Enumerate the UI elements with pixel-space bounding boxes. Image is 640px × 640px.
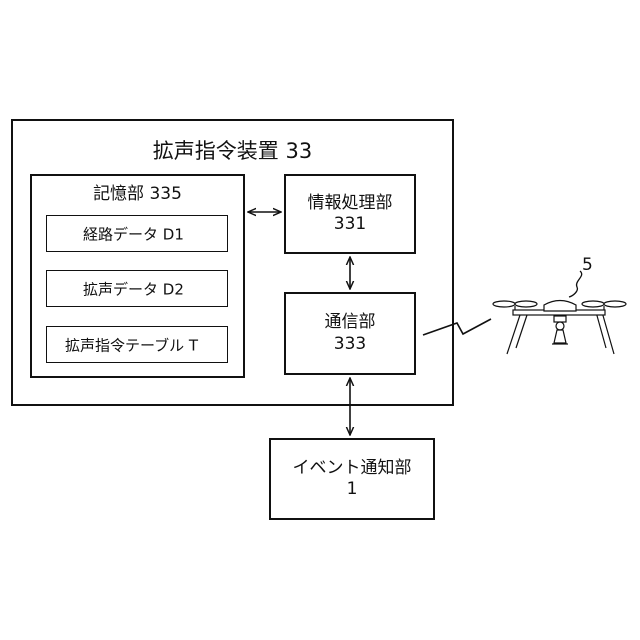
drone-reference-number: 5 (582, 255, 593, 275)
wireless-link (423, 319, 491, 335)
drone-icon (493, 301, 626, 355)
drone-reference-leader (569, 271, 582, 297)
